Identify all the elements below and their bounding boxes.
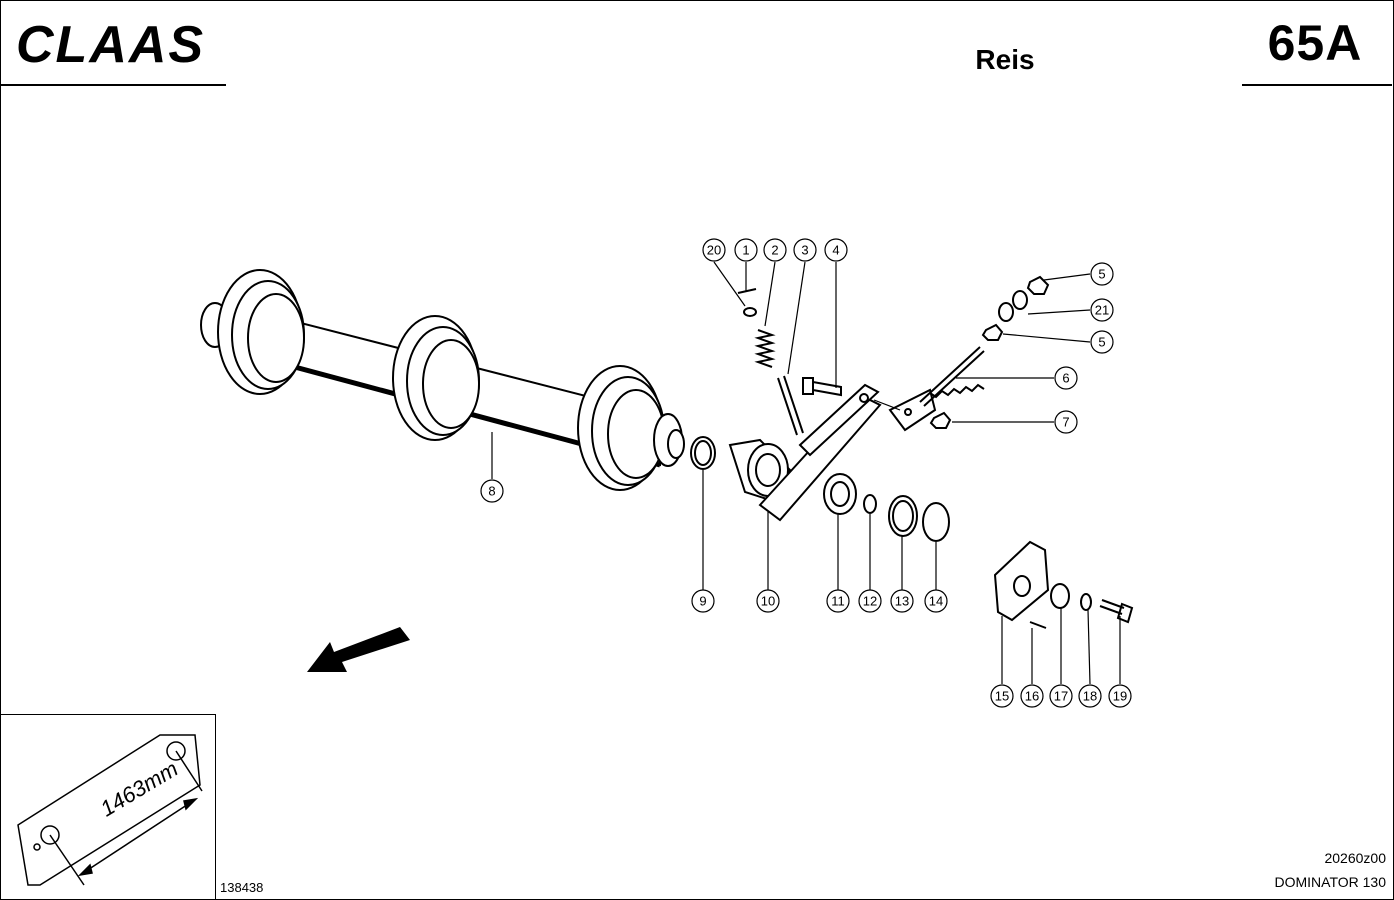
callout-8: 8 — [480, 479, 504, 503]
inset-detail — [0, 714, 216, 899]
inset-hole-left — [40, 825, 60, 845]
callout-number: 5 — [1098, 335, 1105, 350]
callout-18: 18 — [1078, 684, 1102, 708]
bolt-19 — [1099, 599, 1134, 624]
callout-number: 9 — [699, 594, 706, 609]
split-pin-1 — [737, 288, 757, 294]
callout-number: 21 — [1095, 303, 1109, 318]
callout-number: 1 — [742, 243, 749, 258]
nut-7 — [929, 411, 952, 429]
callout-number: 2 — [771, 243, 778, 258]
callout-number: 4 — [832, 243, 839, 258]
callout-14: 14 — [924, 589, 948, 613]
washer-18 — [1080, 593, 1092, 611]
ring-9 — [690, 436, 716, 470]
callout-number: 16 — [1025, 689, 1039, 704]
callout-2: 2 — [763, 238, 787, 262]
inset-plate — [17, 734, 201, 886]
callout-10: 10 — [756, 589, 780, 613]
callout-20: 20 — [702, 238, 726, 262]
leader-lines — [491, 261, 1121, 685]
callout-5: 5 — [1090, 330, 1114, 354]
claas-logo: CLAAS — [16, 16, 205, 70]
washer-21a — [1012, 290, 1028, 310]
callout-number: 11 — [831, 594, 845, 609]
plate-number: 65A — [1267, 15, 1363, 71]
circlip-12 — [863, 494, 877, 514]
callout-6: 6 — [1054, 366, 1078, 390]
callout-number: 8 — [488, 484, 495, 499]
washer-20 — [743, 307, 757, 317]
ring-13 — [888, 495, 918, 537]
callout-5: 5 — [1090, 262, 1114, 286]
callout-13: 13 — [890, 589, 914, 613]
callout-9: 9 — [691, 589, 715, 613]
callout-12: 12 — [858, 589, 882, 613]
header-rule-right — [1242, 84, 1392, 86]
ring-14 — [922, 502, 950, 542]
model-name: DOMINATOR 130 — [1274, 874, 1386, 890]
block-15 — [993, 540, 1050, 622]
nut-5-top — [1026, 275, 1050, 295]
callout-11: 11 — [826, 589, 850, 613]
callout-17: 17 — [1049, 684, 1073, 708]
document-number: 138438 — [220, 880, 264, 895]
callout-19: 19 — [1108, 684, 1132, 708]
svg-text:CLAAS: CLAAS — [16, 16, 205, 70]
callout-1: 1 — [734, 238, 758, 262]
callout-15: 15 — [990, 684, 1014, 708]
callout-number: 13 — [895, 594, 909, 609]
callout-16: 16 — [1020, 684, 1044, 708]
header-rule-left — [0, 84, 226, 86]
callout-number: 3 — [801, 243, 808, 258]
callout-number: 19 — [1113, 689, 1127, 704]
callout-3: 3 — [793, 238, 817, 262]
page-title: Reis — [975, 44, 1035, 75]
callout-number: 15 — [995, 689, 1009, 704]
callout-number: 20 — [707, 243, 721, 258]
reel-shaft — [200, 269, 685, 491]
washer-17 — [1050, 583, 1070, 609]
callout-number: 10 — [761, 594, 775, 609]
callout-number: 7 — [1062, 415, 1069, 430]
callout-number: 5 — [1098, 267, 1105, 282]
drawing-code: 20260z00 — [1324, 850, 1386, 866]
bearing-arm — [728, 383, 882, 522]
callout-number: 17 — [1054, 689, 1068, 704]
direction-arrow — [307, 627, 410, 672]
bearing-11 — [823, 473, 857, 515]
adjuster-6 — [888, 346, 985, 432]
callout-number: 6 — [1062, 371, 1069, 386]
pin-3 — [777, 377, 798, 436]
pin-16 — [1029, 621, 1047, 629]
callout-21: 21 — [1090, 298, 1114, 322]
inset-hole-right — [166, 741, 186, 761]
bolt-4 — [802, 377, 842, 397]
washer-21b — [998, 302, 1014, 322]
dimension-line — [79, 798, 197, 876]
callout-7: 7 — [1054, 410, 1078, 434]
callout-4: 4 — [824, 238, 848, 262]
spring-2 — [754, 329, 776, 368]
callout-number: 14 — [929, 594, 943, 609]
callout-number: 18 — [1083, 689, 1097, 704]
nut-5-mid — [981, 323, 1004, 341]
callout-number: 12 — [863, 594, 877, 609]
